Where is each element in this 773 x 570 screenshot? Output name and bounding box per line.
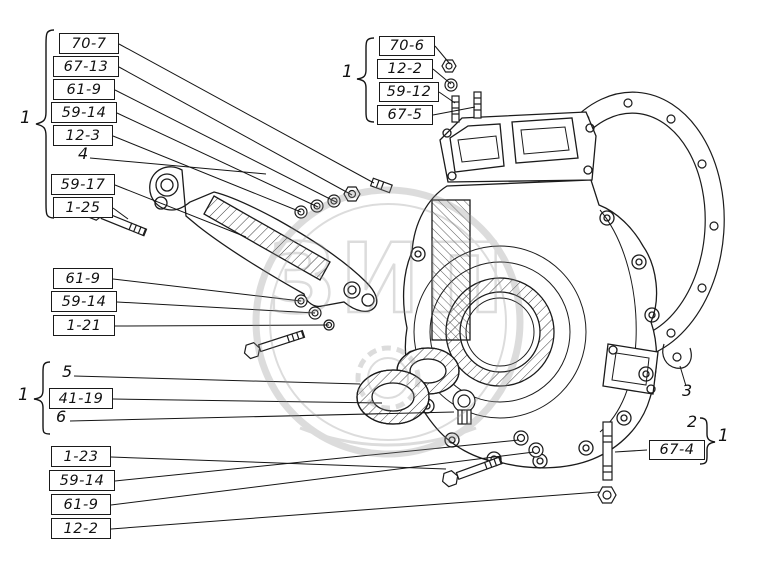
watermark-text: ЗИП bbox=[268, 223, 509, 335]
group-label-1-top-middle: 1 bbox=[342, 62, 353, 82]
callout-box-1-25: 1-25 bbox=[53, 197, 113, 218]
callout-box-70-6: 70-6 bbox=[379, 36, 435, 56]
callout-num-6: 6 bbox=[56, 407, 67, 426]
watermark-gear-icon bbox=[355, 345, 421, 411]
callout-box-59-14-b: 59-14 bbox=[51, 291, 117, 312]
bracket bbox=[149, 166, 378, 313]
callout-box-59-14-c: 59-14 bbox=[49, 470, 115, 491]
callout-box-59-17: 59-17 bbox=[51, 174, 115, 195]
mounting-pad bbox=[602, 343, 659, 395]
group-label-1-lower-left: 1 bbox=[18, 385, 29, 405]
brace-top-middle bbox=[356, 37, 375, 123]
callout-box-1-23: 1-23 bbox=[51, 446, 111, 467]
brace-top-left bbox=[35, 29, 55, 219]
callout-box-61-9-b: 61-9 bbox=[53, 268, 113, 289]
callout-box-1-21: 1-21 bbox=[53, 315, 115, 336]
callout-box-12-2-b: 12-2 bbox=[377, 59, 433, 79]
callout-num-4: 4 bbox=[78, 144, 89, 163]
callout-num-2: 2 bbox=[687, 412, 698, 431]
callout-box-61-9-a: 61-9 bbox=[53, 79, 115, 100]
bolt-bottom bbox=[439, 453, 504, 489]
callout-box-59-14-a: 59-14 bbox=[51, 102, 117, 123]
bracket-hatch-band bbox=[203, 195, 331, 281]
hardware-cluster-top bbox=[294, 177, 393, 219]
callout-box-61-9-c: 61-9 bbox=[51, 494, 111, 515]
group-braces bbox=[33, 29, 716, 465]
callout-box-59-12: 59-12 bbox=[379, 82, 439, 102]
callout-box-12-3: 12-3 bbox=[53, 125, 113, 146]
callout-box-67-13: 67-13 bbox=[53, 56, 119, 77]
watermark: ЗИП bbox=[252, 186, 524, 458]
group-label-1-right: 1 bbox=[718, 426, 729, 446]
callout-num-3: 3 bbox=[682, 381, 693, 400]
callout-box-67-5: 67-5 bbox=[377, 105, 433, 125]
callout-box-70-7: 70-7 bbox=[59, 33, 119, 54]
hardware-cluster-top-middle bbox=[441, 59, 482, 123]
callout-num-5: 5 bbox=[62, 362, 73, 381]
callout-box-41-19: 41-19 bbox=[49, 388, 113, 409]
group-label-1-top-left: 1 bbox=[20, 108, 31, 128]
rib-strip bbox=[431, 199, 471, 341]
seal-rings bbox=[356, 347, 460, 425]
leader-lines bbox=[69, 43, 687, 530]
stud-bottom-right bbox=[597, 421, 617, 504]
gasket-tab bbox=[662, 343, 692, 369]
brace-right bbox=[699, 417, 716, 465]
timing-gear-casing bbox=[402, 111, 660, 469]
callout-box-12-2-a: 12-2 bbox=[51, 518, 111, 539]
brace-lower-left bbox=[33, 361, 51, 435]
plug bbox=[452, 389, 476, 425]
callout-box-67-4: 67-4 bbox=[649, 440, 705, 460]
